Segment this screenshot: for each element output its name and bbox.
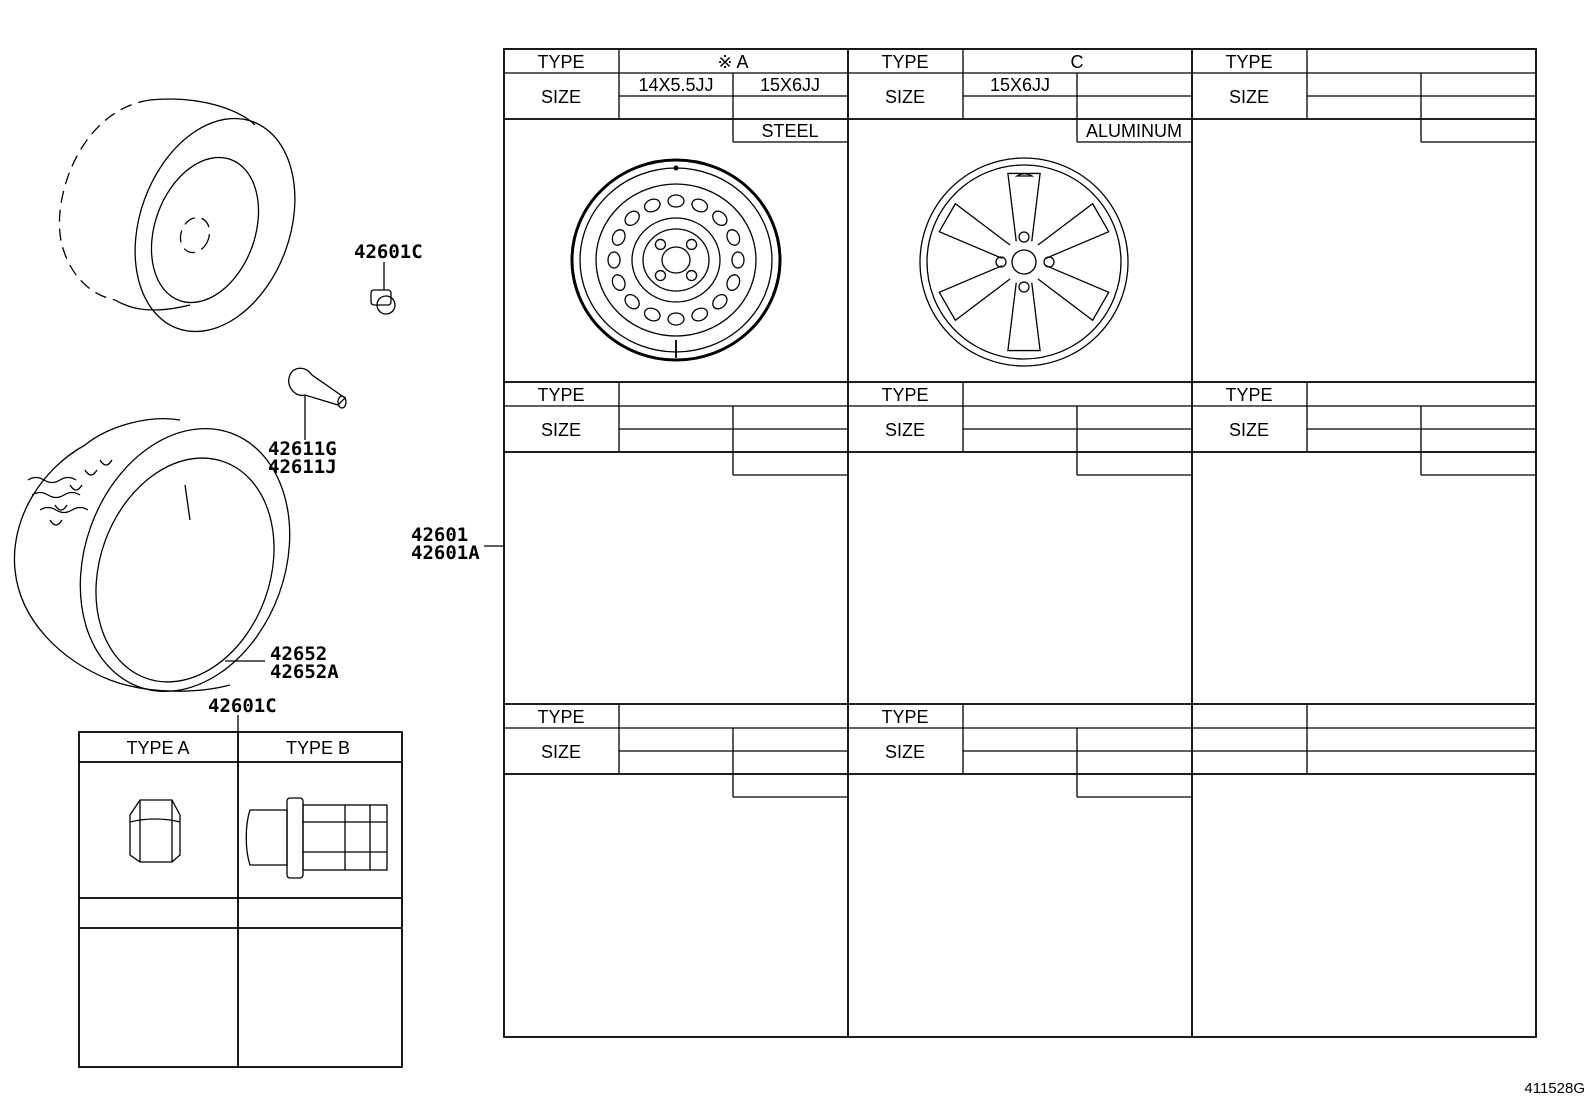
- callout-42611j: 42611J: [268, 456, 337, 478]
- type-value: ※ A: [717, 52, 748, 72]
- size-label: SIZE: [541, 420, 581, 440]
- callout-42601c: 42601C: [354, 241, 423, 263]
- type-label: TYPE: [1225, 385, 1272, 405]
- callout-42611g: 42611G: [268, 438, 337, 460]
- nut-type-b-label: TYPE B: [286, 738, 350, 758]
- callout-42601a: 42601A: [411, 542, 480, 564]
- size-value: 14X5.5JJ: [638, 75, 713, 95]
- lug-nut-icon: [370, 262, 396, 315]
- callout-42601c-table: 42601C: [208, 695, 277, 717]
- size-label: SIZE: [1229, 420, 1269, 440]
- type-label: TYPE: [537, 707, 584, 727]
- material-label: STEEL: [761, 121, 818, 141]
- type-label: TYPE: [881, 385, 928, 405]
- size-value: 15X6JJ: [760, 75, 820, 95]
- type-label: TYPE: [537, 385, 584, 405]
- valve-stem-icon: [288, 367, 347, 440]
- type-label: TYPE: [1225, 52, 1272, 72]
- nut-type-a-label: TYPE A: [126, 738, 189, 758]
- type-b-nut-icon: [245, 797, 388, 879]
- size-label: SIZE: [1229, 87, 1269, 107]
- material-label: ALUMINUM: [1086, 121, 1182, 141]
- size-label: SIZE: [885, 742, 925, 762]
- callout-42601: 42601: [411, 524, 468, 546]
- steel-wheel-icon: [570, 158, 782, 362]
- type-value: C: [1071, 52, 1084, 72]
- tire-illustration: [13, 418, 291, 693]
- type-label: TYPE: [881, 707, 928, 727]
- illustration-id: 411528G: [1524, 1080, 1585, 1097]
- nut-type-table: TYPE A TYPE B: [78, 715, 403, 1068]
- type-label: TYPE: [881, 52, 928, 72]
- size-label: SIZE: [541, 87, 581, 107]
- size-label: SIZE: [541, 742, 581, 762]
- type-a-nut-icon: [129, 799, 181, 863]
- callout-42652: 42652: [270, 643, 327, 665]
- type-label: TYPE: [537, 52, 584, 72]
- size-label: SIZE: [885, 87, 925, 107]
- callout-42652a: 42652A: [270, 661, 339, 683]
- size-label: SIZE: [885, 420, 925, 440]
- size-value: 15X6JJ: [990, 75, 1050, 95]
- spare-tire-illustration: [58, 98, 296, 333]
- aluminum-wheel-icon: [919, 157, 1129, 367]
